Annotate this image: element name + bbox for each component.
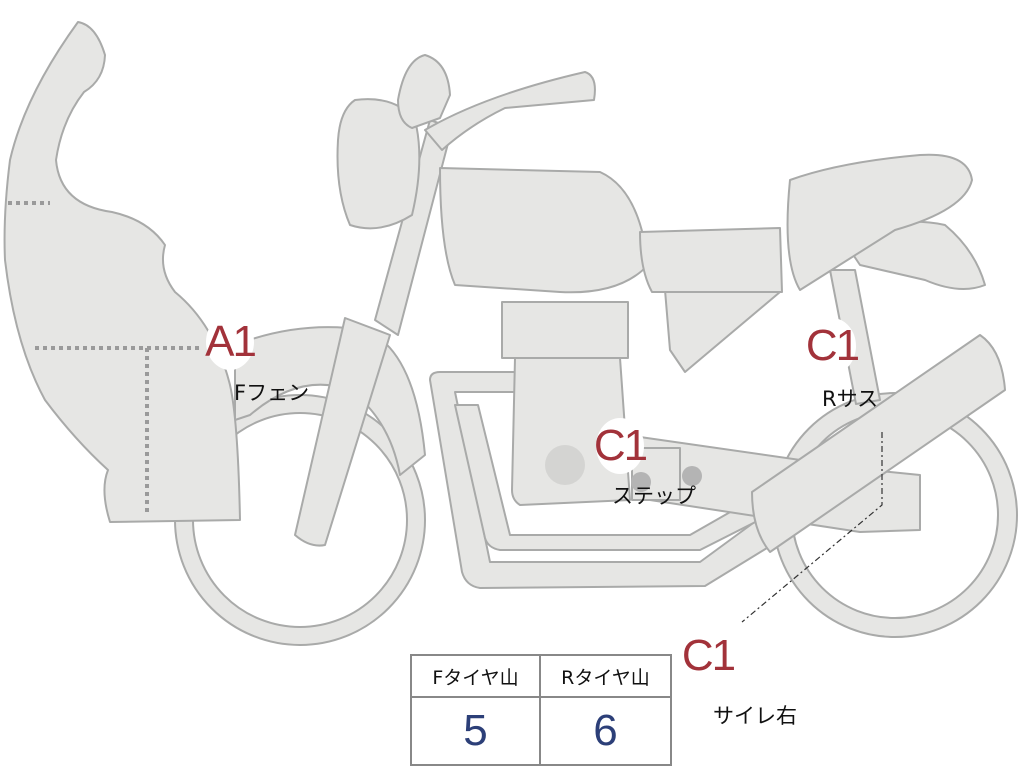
rear-suspension-label: Rサス (822, 387, 879, 411)
front-cowl (3, 21, 241, 523)
frame-inner (454, 404, 776, 551)
step-grade-badge: C1 (594, 418, 648, 474)
front-fender-grade-badge: A1 (205, 314, 257, 370)
step-label: ステップ (612, 484, 696, 508)
meter (397, 54, 451, 129)
muffler-right-label: サイレ右 (713, 704, 797, 728)
front-fender-label: Fフェン (234, 381, 310, 405)
muffler-leader-line (741, 432, 883, 623)
footpegs (631, 466, 702, 492)
muffler-right-grade-badge: C1 (682, 628, 736, 684)
muffler (751, 334, 1006, 553)
rear-tire-header: Rタイヤ山 (541, 656, 670, 698)
cowl-dotted-guides (8, 201, 200, 516)
front-tire-value: 5 (412, 698, 541, 764)
handlebar (424, 71, 596, 151)
side-cover (664, 289, 781, 373)
front-tire-header: Fタイヤ山 (412, 656, 541, 698)
rear-tire-value: 6 (593, 706, 618, 755)
tire-tread-table: Fタイヤ山 Rタイヤ山 5 6 (410, 654, 672, 766)
rear-suspension-grade-badge: C1 (806, 318, 860, 374)
engine (501, 301, 681, 506)
seat-front (639, 227, 783, 293)
front-fork (294, 317, 391, 547)
fuel-tank (439, 167, 649, 294)
frame-outer (429, 371, 781, 589)
seat-rear (786, 153, 973, 291)
